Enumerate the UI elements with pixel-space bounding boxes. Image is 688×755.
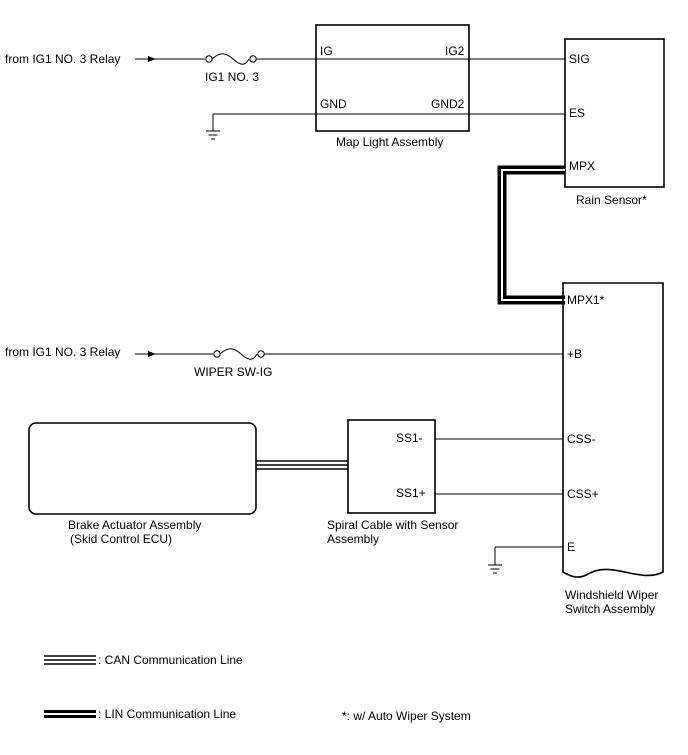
pin-ig2: IG2 — [445, 44, 465, 58]
pin-ss1-minus: SS1- — [396, 431, 423, 445]
pin-css-minus: CSS- — [567, 432, 596, 446]
brake-label-1: Brake Actuator Assembly — [68, 518, 201, 532]
fuse-icon — [205, 53, 257, 65]
pin-mpx1: MPX1* — [567, 293, 605, 307]
pin-gnd: GND — [320, 97, 347, 111]
ground-icon — [206, 130, 220, 140]
legend-lin-label: : LIN Communication Line — [98, 707, 236, 721]
arrow-icon — [148, 56, 156, 62]
wiper-switch-box — [562, 282, 664, 578]
legend-can-symbol — [44, 655, 96, 665]
pin-sig: SIG — [569, 52, 590, 66]
lin-communication-line — [497, 165, 565, 305]
wiper-switch-label-2: Switch Assembly — [565, 602, 655, 616]
pin-es: ES — [569, 106, 585, 120]
pin-e: E — [567, 540, 575, 554]
source-label-mid: from IG1 NO. 3 Relay — [5, 345, 120, 359]
map-light-assembly-box — [315, 24, 470, 132]
fuse-icon — [213, 348, 265, 360]
brake-actuator-box — [28, 422, 257, 515]
pin-mpx: MPX — [569, 159, 595, 173]
pin-b: +B — [567, 347, 582, 361]
ground-icon — [488, 564, 502, 574]
spiral-label-2: Assembly — [327, 532, 379, 546]
spiral-label-1: Spiral Cable with Sensor — [327, 518, 458, 532]
brake-label-2: (Skid Control ECU) — [70, 532, 172, 546]
rain-sensor-box — [564, 38, 665, 188]
spiral-cable-box — [347, 419, 436, 514]
pin-gnd2: GND2 — [431, 97, 465, 111]
legend-note: *: w/ Auto Wiper System — [342, 709, 471, 723]
arrow-icon — [148, 351, 156, 357]
fuse-label-ig1-no3: IG1 NO. 3 — [205, 70, 259, 84]
pin-ss1-plus: SS1+ — [396, 486, 426, 500]
wiper-switch-label-1: Windshield Wiper — [565, 588, 658, 602]
fuse-label-wiper-sw-ig: WIPER SW-IG — [194, 365, 272, 379]
rain-sensor-label: Rain Sensor* — [576, 193, 647, 207]
map-light-label: Map Light Assembly — [336, 135, 443, 149]
can-communication-line — [256, 460, 348, 470]
pin-ig: IG — [320, 44, 333, 58]
pin-css-plus: CSS+ — [567, 487, 599, 501]
legend-can-label: : CAN Communication Line — [98, 653, 243, 667]
source-label-top: from IG1 NO. 3 Relay — [5, 52, 120, 66]
